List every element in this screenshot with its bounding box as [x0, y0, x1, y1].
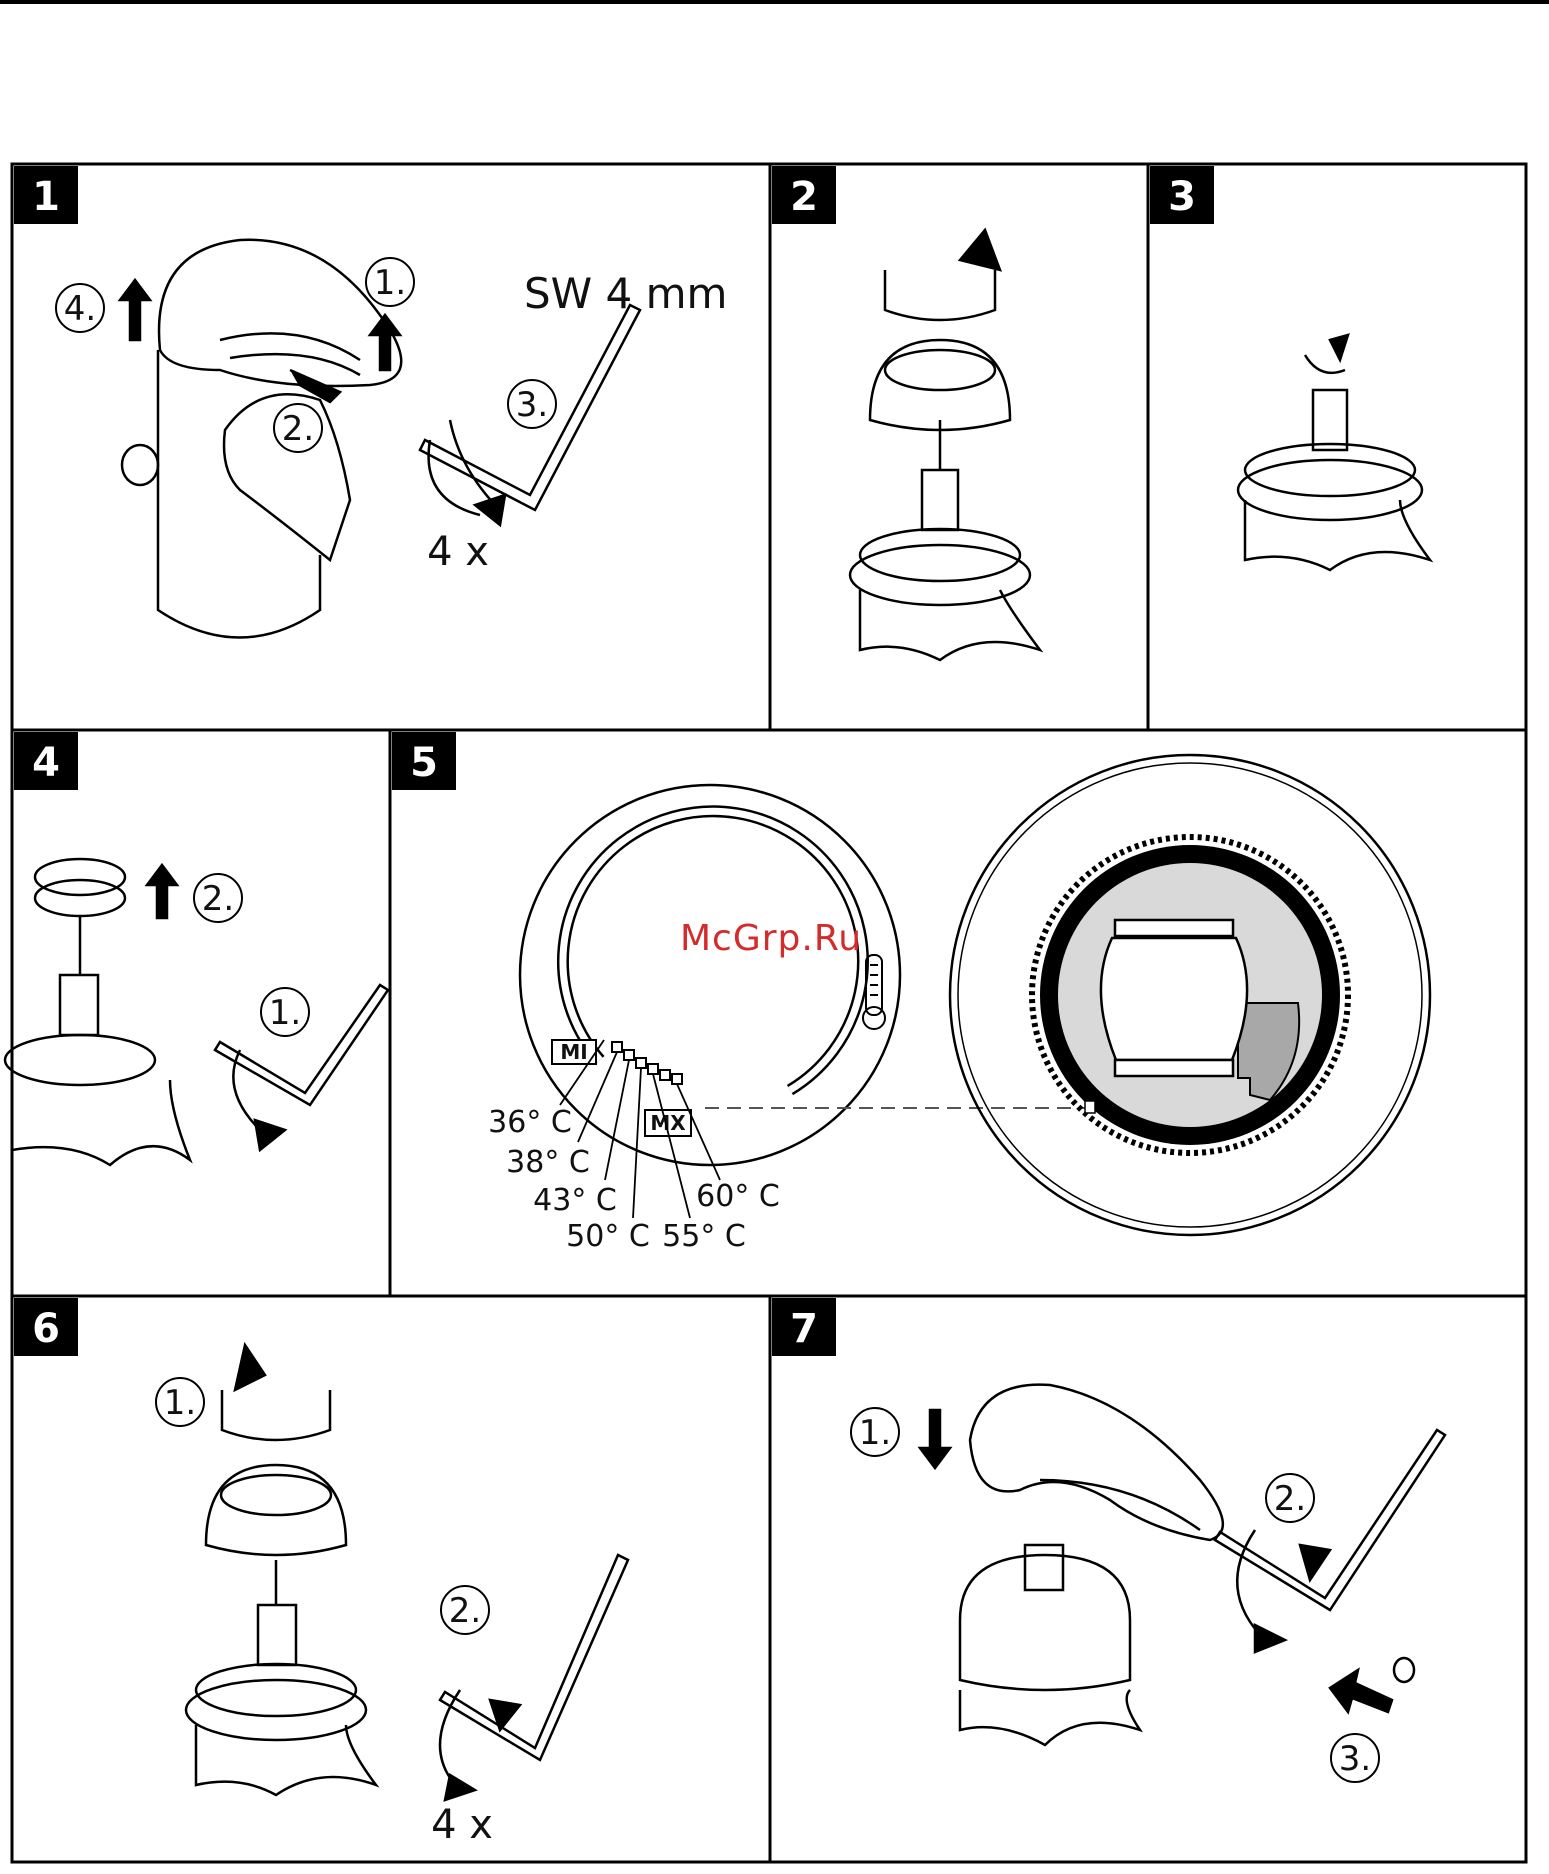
rotate-cap-arrow-icon	[885, 270, 995, 320]
hex-key-icon	[1215, 1430, 1445, 1610]
temp-label-43: 43° C	[533, 1183, 617, 1218]
up-arrow-icon	[120, 280, 150, 340]
spindle	[922, 470, 958, 530]
panel-5-illustration: MI MX 36° C 38° C 43° C 50° C 55° C 60° …	[488, 755, 1430, 1254]
rotate-cap-arrow-icon	[222, 1390, 330, 1440]
panel-4-illustration	[5, 859, 388, 1165]
rotate-cap-arrow-head	[960, 230, 1000, 270]
badge-2-label: 2	[790, 174, 818, 220]
temp-label-38: 38° C	[506, 1145, 590, 1180]
side-knob	[122, 445, 158, 485]
down-arrow-icon	[920, 1410, 950, 1468]
dome-cap	[870, 340, 1010, 430]
up-arrow-icon	[147, 865, 177, 918]
valve-nut	[196, 1664, 356, 1716]
step6-turns: 4 x	[431, 1802, 493, 1848]
rotate-cap-arrow-head	[235, 1345, 265, 1390]
step4-label-1: 1.	[269, 993, 301, 1033]
panel-2-frame	[770, 164, 1148, 730]
faucet-spout-handle	[159, 240, 401, 386]
step1-label-3: 3.	[516, 385, 548, 425]
cover-plug	[1394, 1658, 1414, 1682]
thermometer-icon	[863, 955, 885, 1029]
handle-lever	[970, 1385, 1223, 1540]
faucet-body	[158, 350, 320, 638]
panel-7-frame	[770, 1296, 1526, 1862]
badge-3-label: 3	[1168, 174, 1196, 220]
step1-turns: 4 x	[427, 529, 489, 575]
temp-label-60: 60° C	[696, 1179, 780, 1214]
panel-1-frame	[12, 164, 770, 730]
panel-3-illustration	[1238, 335, 1430, 570]
panel-1-labels: SW 4 mm 4. 1. 2. 3. 4 x	[56, 258, 727, 575]
dial-marker	[1085, 1101, 1095, 1113]
step6-label-2: 2.	[449, 1591, 481, 1631]
panel-7-labels: 1. 2. 3.	[851, 1408, 1379, 1782]
step7-label-2: 2.	[1274, 1479, 1306, 1519]
panel-7-illustration	[920, 1385, 1445, 1745]
valve-nut	[860, 529, 1020, 581]
step6-label-1: 1.	[164, 1383, 196, 1423]
cap-ring	[221, 1475, 331, 1515]
hex-key-icon	[215, 985, 388, 1105]
dome-cap	[206, 1465, 346, 1555]
valve-base	[960, 1690, 1140, 1745]
temp-label-55: 55° C	[662, 1219, 746, 1254]
spindle	[1313, 390, 1347, 450]
panel-3-frame	[1148, 164, 1526, 730]
valve-base	[1245, 500, 1430, 570]
step7-label-1: 1.	[859, 1413, 891, 1453]
spindle	[258, 1605, 296, 1665]
panel-2-illustration	[850, 230, 1040, 660]
step4-label-2: 2.	[202, 879, 234, 919]
panel-6-frame	[12, 1296, 770, 1862]
temp-label-36: 36° C	[488, 1105, 572, 1140]
valve-base	[12, 1080, 190, 1165]
temp-labels: 36° C 38° C 43° C 50° C 55° C 60° C	[488, 1105, 780, 1254]
badge-4-label: 4	[32, 740, 60, 786]
step1-label-4: 4.	[64, 289, 96, 329]
spindle	[60, 975, 98, 1035]
step1-label-2: 2.	[282, 409, 314, 449]
scale-left-label: MI	[560, 1040, 587, 1064]
spline-adapter	[1101, 920, 1247, 1076]
spindle	[1025, 1545, 1063, 1590]
panel-6-illustration	[186, 1345, 628, 1800]
cap-ring	[885, 350, 995, 390]
step1-label-1: 1.	[374, 263, 406, 303]
badge-7-label: 7	[790, 1306, 818, 1352]
valve-nut	[1245, 444, 1415, 496]
tool-size-label: SW 4 mm	[524, 269, 727, 318]
panel-4-labels: 2. 1.	[194, 874, 309, 1036]
valve-nut	[5, 1035, 155, 1085]
cartridge-top	[35, 859, 125, 895]
temp-label-50: 50° C	[566, 1219, 650, 1254]
badge-6-label: 6	[32, 1306, 60, 1352]
step7-label-3: 3.	[1339, 1739, 1371, 1779]
push-arrow-icon	[1330, 1670, 1392, 1712]
rotate-arrow-head	[475, 495, 505, 525]
panel-4-frame	[12, 730, 390, 1296]
watermark-text: McGrp.Ru	[680, 918, 862, 959]
badge-5-label: 5	[410, 740, 438, 786]
badge-1-label: 1	[32, 174, 60, 220]
dome-cap	[960, 1555, 1130, 1690]
